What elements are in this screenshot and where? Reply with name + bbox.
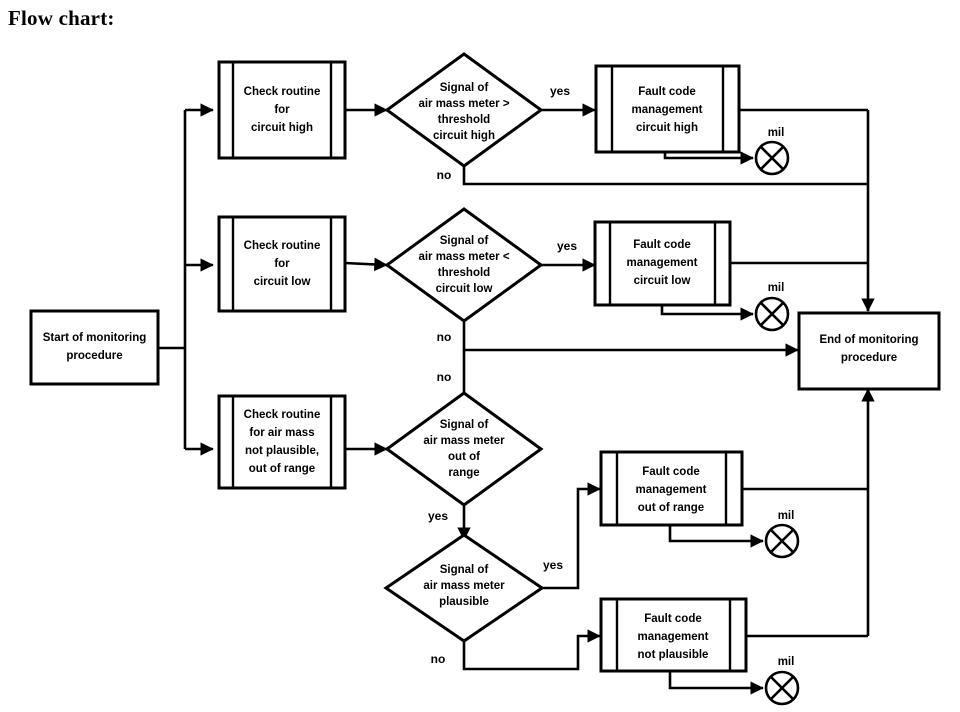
node-decision-circuit-high-line-1: Signal of [440, 82, 489, 94]
node-end-line-1: End of monitoring [819, 334, 918, 346]
edge-faulthigh-to-mil-high [663, 151, 754, 165]
node-fault-circuit-low-line-3: circuit low [634, 275, 691, 287]
node-fault-circuit-high-line-2: management [632, 104, 703, 116]
edge-faultlow-to-mil-low [660, 305, 754, 321]
node-fault-out-of-range-line-2: management [636, 484, 707, 496]
node-check-circuit-high-line-2: for [274, 104, 290, 116]
edge-label-plaus-no: no [431, 652, 446, 666]
node-fault-circuit-low[interactable]: Fault code management circuit low [593, 220, 732, 307]
edge-faultplaus-to-mil-plaus [668, 671, 764, 695]
node-check-air-mass-line-3: not plausible, [245, 445, 319, 457]
node-check-circuit-low-line-2: for [274, 258, 290, 270]
node-decision-circuit-low-line-3: threshold [438, 267, 490, 279]
node-decision-plausible-line-3: plausible [439, 596, 489, 608]
node-decision-plausible-line-1: Signal of [440, 564, 489, 576]
mil-lamp-low[interactable]: mil [754, 282, 790, 332]
edge-label-high-no: no [437, 168, 452, 182]
node-fault-circuit-low-line-1: Fault code [633, 239, 691, 251]
mil-lamp-out-of-range-label: mil [778, 510, 795, 522]
node-start[interactable]: Start of monitoring procedure [29, 309, 160, 386]
node-fault-not-plausible-line-1: Fault code [644, 613, 702, 625]
node-end[interactable]: End of monitoring procedure [797, 311, 941, 391]
mil-lamp-not-plausible[interactable]: mil [764, 656, 800, 706]
node-fault-not-plausible-line-2: management [638, 631, 709, 643]
node-start-line-2: procedure [66, 350, 122, 362]
edge-checklow-to-decisionlow [344, 257, 388, 272]
node-fault-circuit-low-line-2: management [627, 257, 698, 269]
node-check-air-mass-line-2: for air mass [249, 427, 314, 439]
node-decision-out-of-range-line-3: out of [448, 451, 480, 463]
edge-label-low-yes: yes [557, 239, 577, 253]
node-decision-circuit-low[interactable]: Signal of air mass meter < threshold cir… [384, 207, 544, 323]
node-start-line-1: Start of monitoring [43, 332, 147, 344]
node-decision-out-of-range-line-2: air mass meter [423, 435, 505, 447]
edge-label-low-no: no [437, 330, 452, 344]
node-check-circuit-low-line-1: Check routine [244, 240, 321, 252]
node-decision-plausible-line-2: air mass meter [423, 580, 505, 592]
node-fault-circuit-high-line-3: circuit high [636, 122, 698, 134]
page-title: Flow chart: [8, 6, 115, 30]
node-decision-out-of-range-line-4: range [448, 467, 479, 479]
node-check-air-mass[interactable]: Check routine for air mass not plausible… [217, 394, 347, 490]
node-fault-circuit-high[interactable]: Fault code management circuit high [594, 64, 741, 154]
node-check-circuit-high-line-3: circuit high [251, 122, 313, 134]
node-check-air-mass-line-1: Check routine [244, 409, 321, 421]
mil-lamp-high-label: mil [768, 127, 785, 139]
mil-lamp-low-label: mil [768, 282, 785, 294]
node-fault-not-plausible[interactable]: Fault code management not plausible [599, 597, 748, 673]
mil-lamp-not-plausible-label: mil [778, 656, 795, 668]
node-decision-out-of-range[interactable]: Signal of air mass meter out of range [384, 391, 544, 507]
node-fault-out-of-range-line-3: out of range [638, 502, 704, 514]
edge-decisionplaus-no-to-faultplaus [462, 629, 601, 671]
node-fault-not-plausible-line-3: not plausible [638, 649, 709, 661]
node-decision-circuit-low-line-1: Signal of [440, 235, 489, 247]
edge-label-plaus-yes: yes [543, 558, 563, 572]
node-decision-circuit-high-line-3: threshold [438, 114, 490, 126]
node-decision-circuit-low-line-4: circuit low [436, 283, 493, 295]
mil-lamp-out-of-range[interactable]: mil [764, 510, 800, 559]
node-check-circuit-low[interactable]: Check routine for circuit low [217, 215, 347, 313]
node-decision-circuit-high-line-4: circuit high [433, 130, 495, 142]
node-decision-plausible[interactable]: Signal of air mass meter plausible [383, 533, 545, 643]
node-fault-out-of-range-line-1: Fault code [642, 466, 700, 478]
edge-decisionplaus-yes-to-faultrange [542, 482, 601, 590]
mil-lamp-high[interactable]: mil [754, 127, 790, 176]
node-check-air-mass-line-4: out of range [249, 463, 315, 475]
node-check-circuit-low-line-3: circuit low [254, 276, 311, 288]
edge-label-range-yes: yes [428, 509, 448, 523]
node-fault-out-of-range[interactable]: Fault code management out of range [599, 450, 744, 527]
node-decision-out-of-range-line-1: Signal of [440, 419, 489, 431]
node-decision-circuit-low-line-2: air mass meter < [418, 251, 509, 263]
node-decision-circuit-high-line-2: air mass meter > [418, 98, 509, 110]
node-end-line-2: procedure [841, 352, 897, 364]
node-check-circuit-high[interactable]: Check routine for circuit high [217, 60, 347, 160]
node-fault-circuit-high-line-1: Fault code [638, 86, 696, 98]
edge-label-high-yes: yes [550, 84, 570, 98]
edge-label-range-entry-no: no [437, 370, 452, 384]
edge-start-to-trunk [158, 103, 214, 456]
node-check-circuit-high-line-1: Check routine [244, 86, 321, 98]
node-decision-circuit-high[interactable]: Signal of air mass meter > threshold cir… [384, 52, 544, 168]
edge-faultrange-to-mil-range [668, 525, 764, 548]
